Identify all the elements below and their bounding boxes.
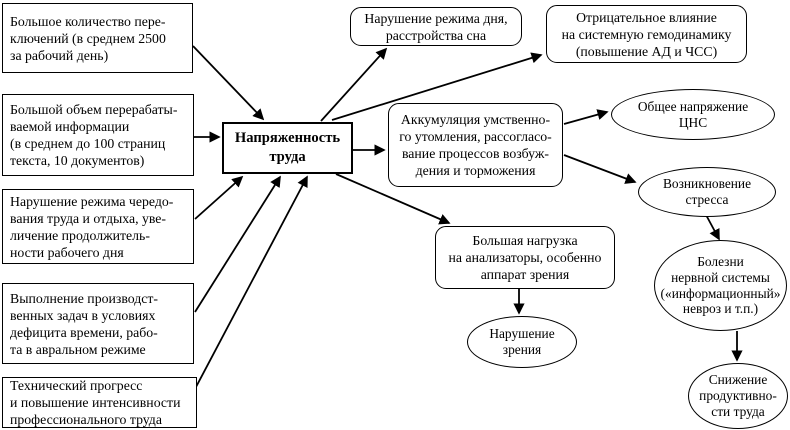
box-central-work-intensity: Напряженность труда [222, 122, 353, 174]
box-hemodynamics: Отрицательное влияние на системную гемод… [546, 5, 747, 63]
edge-fatigue-cns [563, 109, 609, 125]
ellipse-cns-tension: Общее напряжение ЦНС [611, 89, 775, 140]
box-mental-fatigue-label: Аккумуляция умственно- го утомления, рас… [399, 112, 552, 178]
ellipse-productivity-decline: Снижение продуктивно- сти труда [688, 363, 788, 429]
box-hemodynamics-label: Отрицательное влияние на системную гемод… [561, 9, 732, 59]
box-tech-progress: Технический прогресс и повышение интенси… [2, 377, 197, 428]
edge-stress-nervous [704, 212, 720, 241]
box-time-deficit: Выполнение производст- венных задач в ус… [2, 283, 194, 364]
ellipse-vision-impairment: Нарушение зрения [467, 316, 577, 368]
edge-central-visualload [335, 173, 451, 225]
edge-timedeficit-central [194, 175, 281, 313]
ellipse-stress: Возникновение стресса [638, 167, 776, 217]
ellipse-nervous-diseases: Болезни нервной системы («информационный… [654, 240, 787, 331]
edge-fatigue-stress [563, 154, 637, 184]
edge-central-hemodynamics [331, 52, 543, 121]
box-work-rest: Нарушение режима чередо- вания труда и о… [2, 189, 194, 264]
box-switching-label: Большое количество пере- ключений (в сре… [10, 13, 166, 63]
box-central-label: Напряженность труда [234, 130, 341, 165]
box-analyzer-load-label: Большая нагрузка на анализаторы, особенн… [448, 233, 602, 282]
box-sleep-disorder: Нарушение режима дня, расстройства сна [350, 7, 522, 46]
edge-techprogress-central [195, 175, 308, 388]
edge-workrest-central [194, 175, 244, 220]
box-time-deficit-label: Выполнение производст- венных задач в ус… [10, 290, 159, 357]
box-analyzer-load: Большая нагрузка на анализаторы, особенн… [435, 226, 615, 289]
box-mental-fatigue: Аккумуляция умственно- го утомления, рас… [388, 103, 563, 187]
box-information-label: Большой объем перерабаты- ваемой информа… [10, 102, 178, 168]
edge-switching-central [192, 45, 265, 121]
box-switching: Большое количество пере- ключений (в сре… [2, 3, 193, 73]
ellipse-vision-impairment-label: Нарушение зрения [489, 326, 555, 357]
ellipse-productivity-decline-label: Снижение продуктивно- сти труда [699, 372, 777, 419]
box-information: Большой объем перерабаты- ваемой информа… [2, 94, 194, 176]
ellipse-stress-label: Возникновение стресса [662, 176, 752, 207]
box-work-rest-label: Нарушение режима чередо- вания труда и о… [10, 193, 174, 260]
ellipse-cns-tension-label: Общее напряжение ЦНС [637, 98, 749, 130]
box-sleep-disorder-label: Нарушение режима дня, расстройства сна [364, 10, 508, 43]
box-tech-progress-label: Технический прогресс и повышение интенси… [10, 378, 181, 427]
ellipse-nervous-diseases-label: Болезни нервной системы («информационный… [660, 253, 781, 317]
edge-central-sleep [320, 47, 388, 122]
